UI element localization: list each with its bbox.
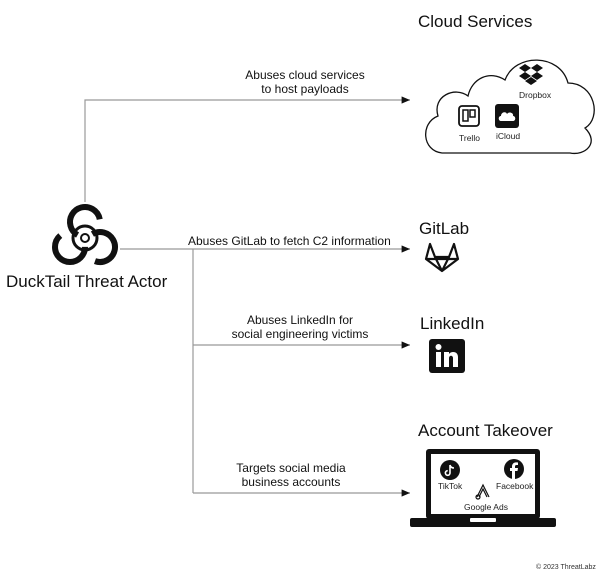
gitlab-icon [424, 242, 460, 273]
actor-label: DuckTail Threat Actor [6, 272, 168, 291]
linkedin-title: LinkedIn [420, 314, 485, 333]
actor-node [40, 200, 130, 270]
facebook-label: Facebook [496, 481, 534, 491]
edge-label-line: Targets social media [236, 461, 346, 475]
tiktok-icon [440, 460, 460, 480]
edge-label-line: Abuses LinkedIn for [246, 313, 354, 327]
edge-label-cloud: Abuses cloud services to host payloads [240, 68, 370, 96]
facebook-icon [504, 459, 524, 479]
edge-label-line: business accounts [241, 475, 341, 489]
account-takeover-title: Account Takeover [418, 421, 553, 440]
cloud-services-title: Cloud Services [418, 12, 533, 31]
dropbox-icon [519, 64, 543, 85]
edge-line-cloud [84, 96, 410, 202]
dropbox-label: Dropbox [519, 90, 552, 100]
edge-label-line: Abuses cloud services [245, 68, 365, 82]
cloud-shape [425, 59, 595, 155]
gitlab-title: GitLab [419, 219, 470, 238]
trello-label: Trello [459, 133, 480, 143]
edge-label-line: social engineering victims [231, 327, 369, 341]
edge-label-line: to host payloads [261, 82, 349, 96]
biohazard-icon [52, 204, 118, 265]
edge-label-gitlab: Abuses GitLab to fetch C2 information [188, 234, 391, 248]
edge-label-account: Targets social media business accounts [226, 461, 356, 489]
icloud-label: iCloud [496, 131, 521, 141]
linkedin-icon [429, 339, 465, 373]
google-ads-label: Google Ads [464, 502, 508, 512]
trello-icon [458, 105, 480, 127]
icloud-icon [495, 104, 519, 128]
copyright: © 2023 ThreatLabz [536, 564, 596, 571]
tiktok-label: TikTok [438, 481, 463, 491]
edge-label-linkedin: Abuses LinkedIn for social engineering v… [220, 313, 380, 341]
google-ads-icon [475, 483, 490, 500]
